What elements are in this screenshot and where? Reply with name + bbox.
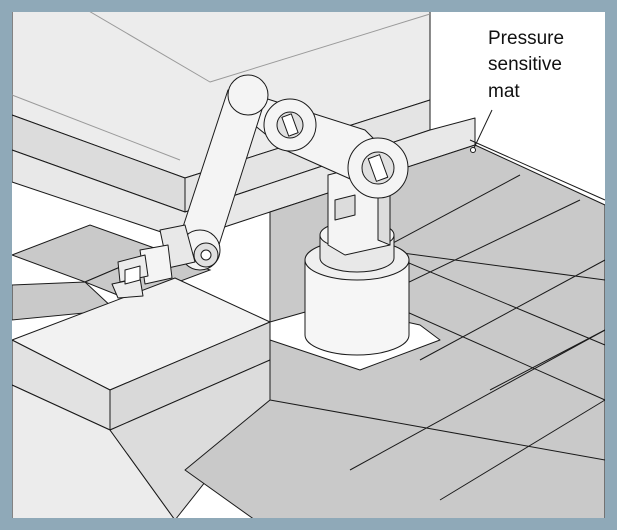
callout-line-2: sensitive: [488, 54, 562, 75]
callout-leader-line: [473, 109, 493, 149]
robot-upper-arm: [247, 94, 409, 199]
callout-line-3: mat: [488, 81, 520, 102]
callout: Pressure sensitive mat: [470, 28, 564, 153]
gripper: [111, 224, 196, 299]
callout-line-1: Pressure: [488, 28, 564, 49]
callout-anchor-dot: [470, 147, 476, 153]
